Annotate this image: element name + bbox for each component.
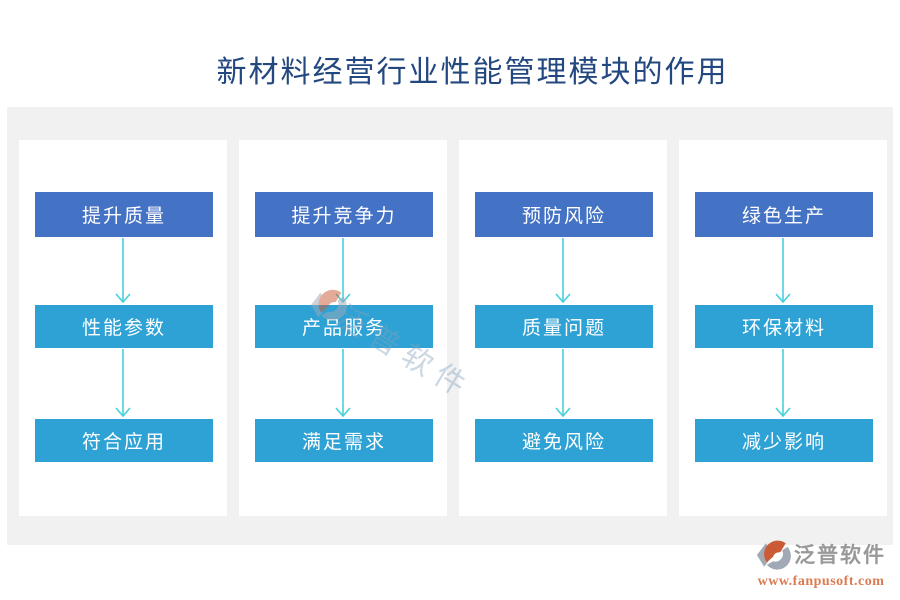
flow-step-box: 符合应用 [35,419,213,462]
down-arrow-icon [775,349,791,418]
flow-step-box: 减少影响 [695,419,873,462]
flow-column-card-2: 提升竞争力 产品服务 满足需求 [239,140,447,516]
flow-columns: 提升质量 性能参数 符合应用 提升竞争力 产品服务 满足需求 [19,140,887,516]
down-arrow-icon [775,238,791,304]
flow-step-box: 满足需求 [255,419,433,462]
down-arrow-icon [335,238,351,304]
flow-column-card-3: 预防风险 质量问题 避免风险 [459,140,667,516]
flow-step-box: 质量问题 [475,305,653,348]
fanpu-logo-icon [756,540,791,570]
flow-step-box: 性能参数 [35,305,213,348]
down-arrow-icon [555,349,571,418]
flow-step-box: 产品服务 [255,305,433,348]
flow-step-box: 提升竞争力 [255,192,433,237]
flow-column-card-4: 绿色生产 环保材料 减少影响 [679,140,887,516]
brand-name: 泛普软件 [794,543,886,567]
down-arrow-icon [115,238,131,304]
brand-url: www.fanpusoft.com [757,574,885,589]
down-arrow-icon [555,238,571,304]
diagram-panel: 提升质量 性能参数 符合应用 提升竞争力 产品服务 满足需求 [7,107,893,545]
brand-footer: 泛普软件 www.fanpusoft.com [756,536,886,590]
flow-step-box: 预防风险 [475,192,653,237]
down-arrow-icon [115,349,131,418]
flow-step-box: 环保材料 [695,305,873,348]
flow-step-box: 绿色生产 [695,192,873,237]
page-title: 新材料经营行业性能管理模块的作用 [216,56,729,89]
flow-step-box: 提升质量 [35,192,213,237]
flow-step-box: 避免风险 [475,419,653,462]
flow-column-card-1: 提升质量 性能参数 符合应用 [19,140,227,516]
down-arrow-icon [335,349,351,418]
